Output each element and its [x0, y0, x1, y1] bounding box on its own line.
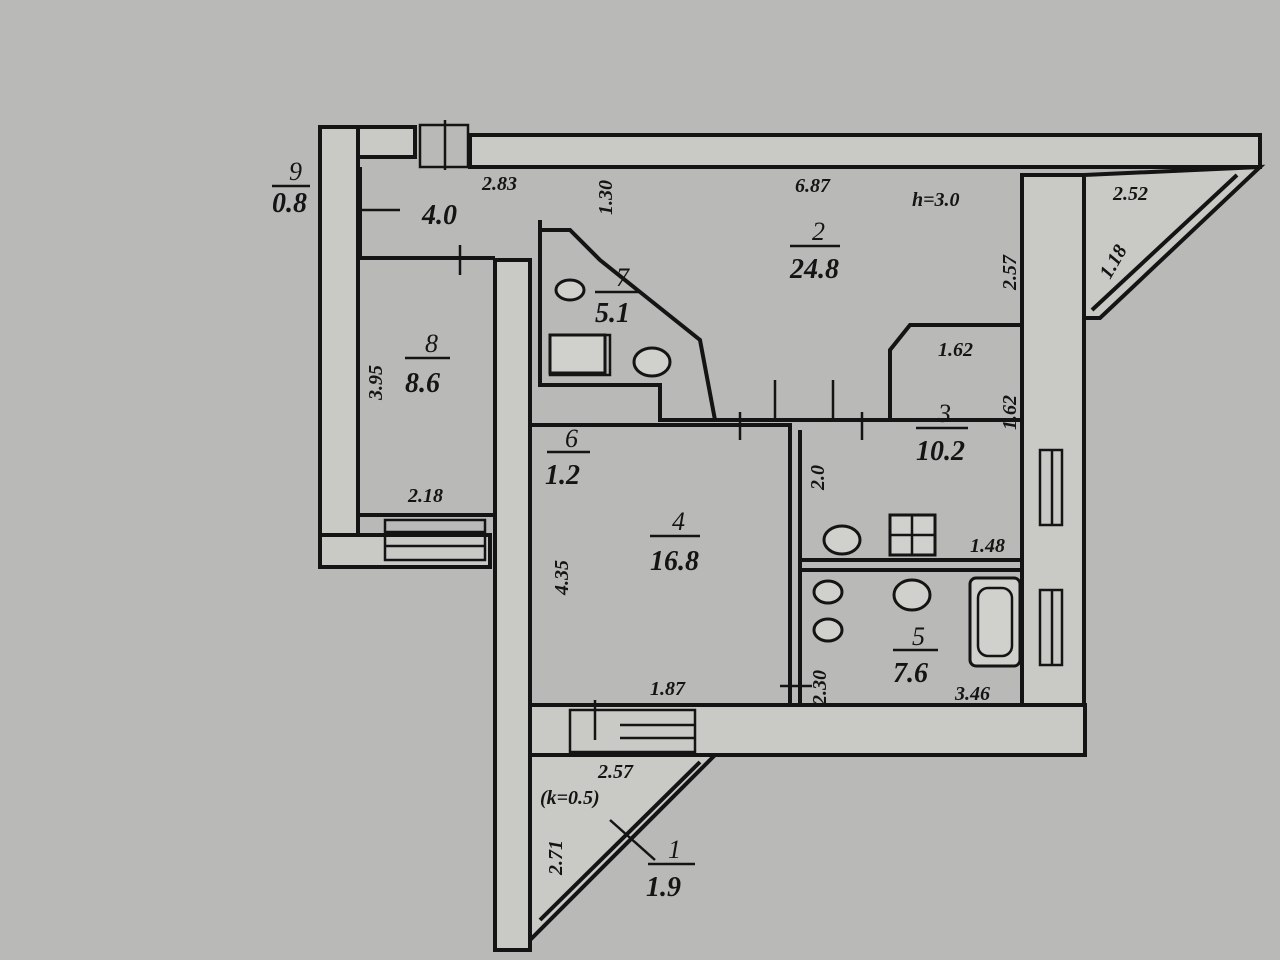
dimension: 6.87 [795, 175, 831, 197]
room-number: 2 [812, 217, 825, 246]
dimension: 2.30 [809, 670, 831, 706]
door-marks [360, 208, 864, 861]
room-area: 4.0 [421, 200, 457, 231]
plumbing-fixtures [548, 278, 1022, 668]
sink-icon [632, 346, 672, 378]
room-area: 8.6 [405, 368, 440, 399]
toilet-icon [812, 579, 844, 605]
dimension: 2.57 [999, 254, 1021, 291]
room-area: 1.9 [646, 872, 681, 903]
room-number: 5 [912, 622, 925, 651]
interior-walls [358, 167, 1022, 705]
shower-icon [548, 333, 607, 375]
room-area: 1.2 [545, 460, 580, 491]
room-area: 16.8 [650, 546, 699, 577]
dimension: 1.48 [970, 535, 1005, 557]
room-number: 4 [672, 507, 685, 536]
balcony-walls [528, 164, 1266, 945]
room-number: 6 [565, 424, 578, 453]
dimension-labels: h=3.0 2.83 6.87 2.52 2.57 1.18 1.62 1.62… [365, 173, 1148, 876]
dimension: 2.18 [407, 485, 443, 507]
sink-icon [822, 524, 862, 556]
bathtub-icon [968, 576, 1022, 668]
dimension: 3.95 [365, 365, 387, 401]
dimension: 2.0 [807, 465, 829, 491]
toilet-icon [554, 278, 586, 302]
dimension: 3.46 [954, 683, 990, 705]
room-area: 24.8 [789, 254, 839, 285]
bidet-icon [812, 617, 844, 643]
dimension: 1.30 [595, 180, 617, 215]
dimension: 1.62 [999, 395, 1021, 430]
room-area: 0.8 [272, 188, 307, 219]
dimension: 2.57 [597, 761, 634, 783]
washbasin-icon [892, 578, 932, 612]
room-number: 7 [616, 263, 630, 292]
room-labels: 9 0.8 4.0 7 5.1 2 24.8 8 8.6 6 1.2 4 16.… [272, 157, 968, 903]
room-area: 5.1 [595, 298, 630, 329]
dimension: 2.52 [1112, 183, 1148, 205]
room-area: 10.2 [916, 436, 965, 467]
dimension: 1.62 [938, 339, 973, 361]
balcony-note: (k=0.5) [540, 787, 600, 809]
room-number: 3 [937, 399, 951, 428]
ceiling-height: h=3.0 [912, 189, 960, 211]
exterior-walls [318, 125, 1262, 952]
dimension: 2.71 [545, 840, 567, 876]
room-area: 7.6 [893, 658, 928, 689]
dimension: 1.87 [650, 678, 686, 700]
dimension: 4.35 [551, 560, 573, 596]
dimension: 2.83 [481, 173, 517, 195]
room-number: 9 [289, 157, 302, 186]
room-number: 8 [425, 329, 438, 358]
windows [383, 120, 1064, 754]
room-number: 1 [668, 835, 681, 864]
